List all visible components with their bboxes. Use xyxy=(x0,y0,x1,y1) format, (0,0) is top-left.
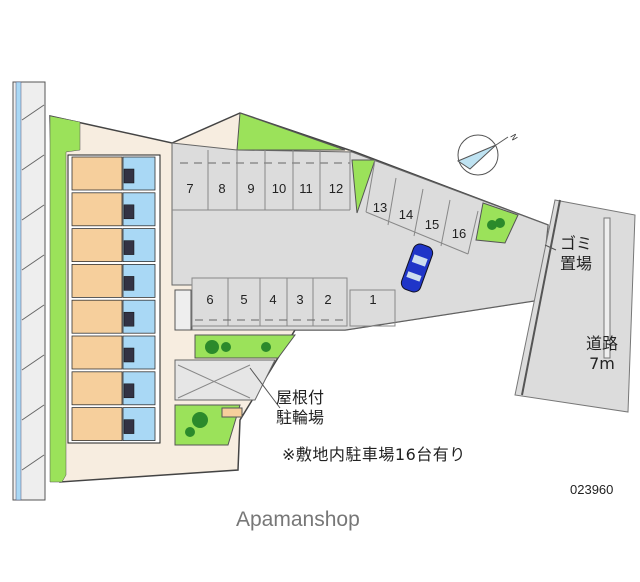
space-1: 1 xyxy=(369,292,376,307)
space-8: 8 xyxy=(218,181,225,196)
green-top xyxy=(236,112,346,151)
apartment-unit xyxy=(71,335,156,370)
compass-icon: N xyxy=(456,133,519,176)
bike-label-line2: 駐輪場 xyxy=(276,408,325,427)
green-mid xyxy=(194,334,296,359)
space-2: 2 xyxy=(324,292,331,307)
green-strip-left xyxy=(49,115,81,483)
garbage-label-line2: 置場 xyxy=(560,254,593,273)
svg-text:N: N xyxy=(508,133,519,143)
road-label-line2: 7m xyxy=(589,354,615,373)
left-road-strip xyxy=(12,81,46,501)
apartment-unit xyxy=(71,263,156,298)
space-9: 9 xyxy=(247,181,254,196)
space-10: 10 xyxy=(272,181,286,196)
parking-numbers: 7 8 9 10 11 12 13 14 15 16 6 5 4 3 2 1 xyxy=(186,181,466,307)
space-13: 13 xyxy=(373,200,387,215)
space-16: 16 xyxy=(452,226,466,241)
brand-watermark: Apamanshop xyxy=(236,508,360,531)
space-6: 6 xyxy=(206,292,213,307)
space-7: 7 xyxy=(186,181,193,196)
road-label: 道路 7m xyxy=(586,334,618,374)
bicycle-parking xyxy=(174,359,276,401)
apartment-unit xyxy=(71,228,156,263)
garbage-area-label: ゴミ 置場 xyxy=(560,234,592,274)
apartment-unit xyxy=(71,371,156,406)
apartment-unit xyxy=(71,299,156,334)
road-label-line1: 道路 xyxy=(586,334,619,353)
apartment-unit xyxy=(71,156,156,191)
green-between xyxy=(351,159,376,214)
bike-label-line1: 屋根付 xyxy=(276,388,325,407)
parking-note: ※敷地内駐車場16台有り xyxy=(282,445,466,464)
space-12: 12 xyxy=(329,181,343,196)
parking-lot xyxy=(171,142,549,331)
apartment-unit xyxy=(71,407,156,442)
space-14: 14 xyxy=(399,207,413,222)
stairs xyxy=(174,289,192,331)
space-11: 11 xyxy=(299,181,313,196)
space-3: 3 xyxy=(296,292,303,307)
space-5: 5 xyxy=(240,292,247,307)
apartment-building xyxy=(67,154,161,444)
car-icon xyxy=(400,243,434,293)
property-code: 023960 xyxy=(570,482,614,497)
space-4: 4 xyxy=(269,292,276,307)
space-15: 15 xyxy=(425,217,439,232)
bicycle-parking-label: 屋根付 駐輪場 xyxy=(276,388,324,428)
apartment-unit xyxy=(71,192,156,227)
garbage-label-line1: ゴミ xyxy=(560,234,593,253)
